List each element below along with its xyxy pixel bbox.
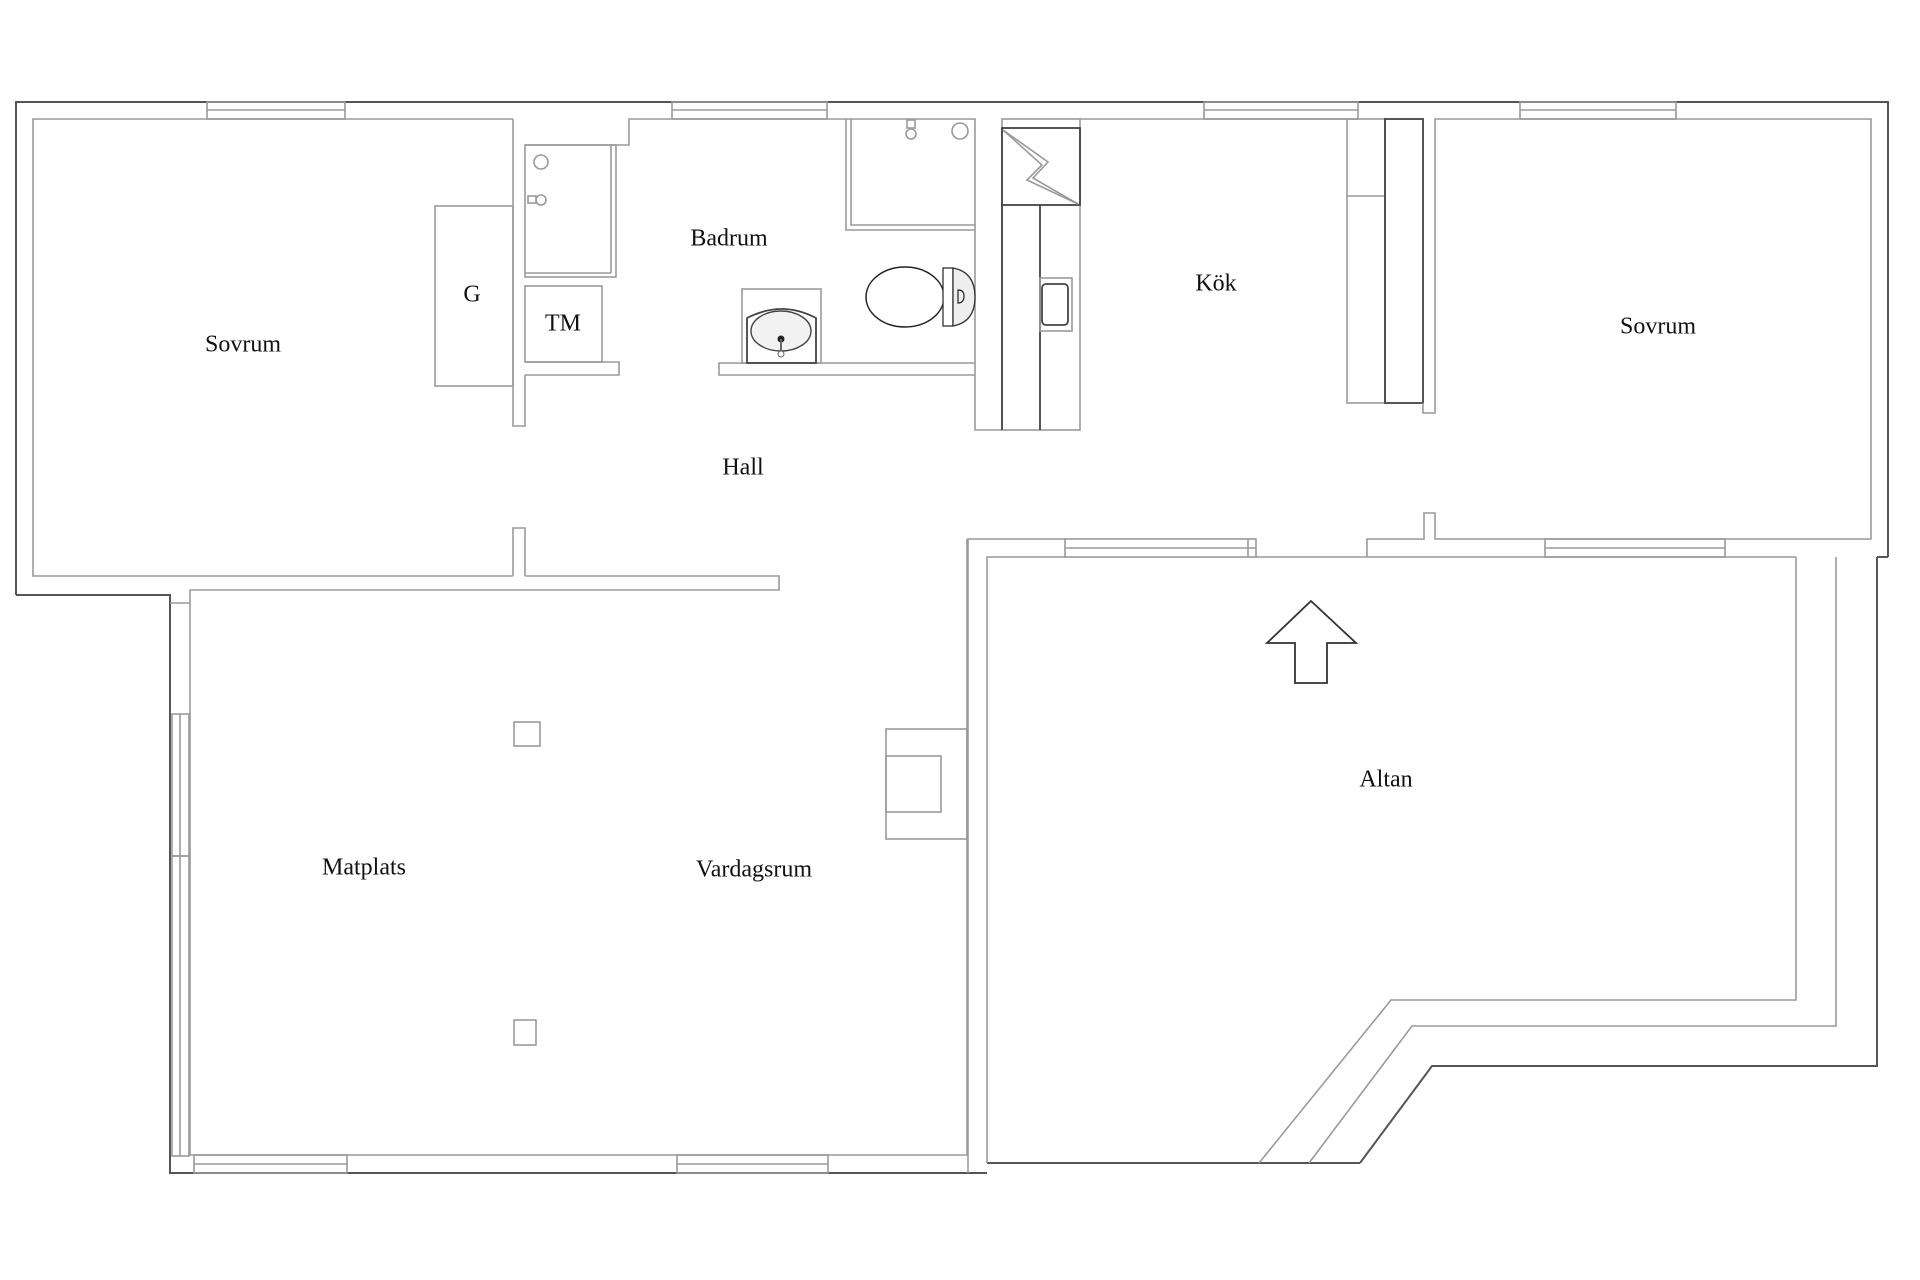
room-label-sovrum-right: Sovrum <box>1619 313 1697 340</box>
room-label-tvattmaskin: TM <box>545 310 581 337</box>
garderob-box <box>434 205 514 387</box>
bathroom-walls <box>524 101 1002 431</box>
kitchen <box>1001 101 1888 558</box>
room-label-altan: Altan <box>1359 766 1413 793</box>
room-label-matplats: Matplats <box>322 854 406 881</box>
room-label-badrum: Badrum <box>690 225 768 252</box>
north-arrow-icon <box>1264 599 1359 684</box>
room-label-kok: Kök <box>1195 270 1237 297</box>
room-label-hall: Hall <box>722 454 764 481</box>
room-label-garderob: G <box>463 281 481 308</box>
sovrum-left-walls <box>32 101 780 604</box>
room-label-sovrum-left: Sovrum <box>204 331 282 358</box>
room-label-vardagsrum: Vardagsrum <box>696 856 812 883</box>
outer-walls <box>15 101 1889 1174</box>
altan-walls <box>967 538 1878 1173</box>
living-walls <box>171 539 968 1174</box>
